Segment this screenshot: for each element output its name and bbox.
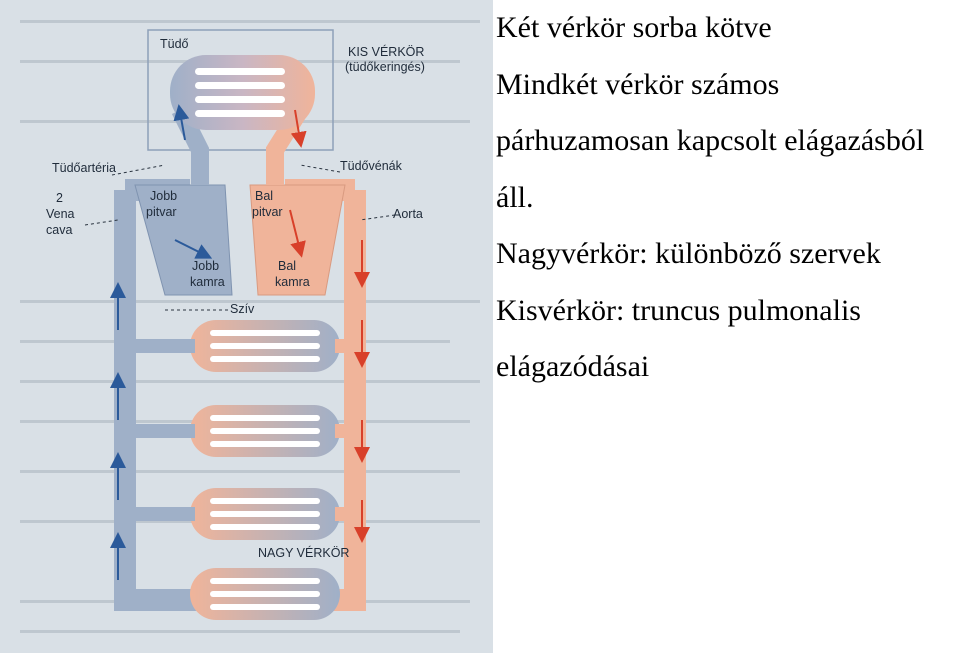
pulmonary-veins-label: Tüdővénák bbox=[340, 159, 403, 173]
text-line-3: párhuzamosan kapcsolt elágazásból bbox=[496, 124, 925, 157]
right-ventricle-label-1: Jobb bbox=[192, 259, 219, 273]
left-atrium-label-1: Bal bbox=[255, 189, 273, 203]
text-line-2: Mindkét vérkör számos bbox=[496, 68, 780, 101]
right-atrium-label-2: pitvar bbox=[146, 205, 177, 219]
text-line-7: elágazódásai bbox=[496, 350, 650, 383]
cava-label: cava bbox=[46, 223, 72, 237]
aorta-label: Aorta bbox=[393, 207, 423, 221]
lung-label: Tüdő bbox=[160, 37, 189, 51]
flow-arrows bbox=[110, 104, 370, 580]
lung-box bbox=[147, 29, 334, 151]
left-ventricle-label-1: Bal bbox=[278, 259, 296, 273]
vena-label: Vena bbox=[46, 207, 75, 221]
text-line-1: Két vérkör sorba kötve bbox=[496, 11, 772, 44]
left-ventricle-label-2: kamra bbox=[275, 275, 310, 289]
systemic-capillary-beds bbox=[190, 320, 340, 620]
circulation-diagram-svg: Tüdő KIS VÉRKÖR (tüdőkeringés) Tüdőartér… bbox=[20, 20, 480, 633]
text-line-4: áll. bbox=[496, 181, 534, 214]
vena-cava-number: 2 bbox=[56, 191, 63, 205]
text-panel: Két vérkör sorba kötve Mindkét vérkör sz… bbox=[493, 0, 960, 653]
big-circuit-label: NAGY VÉRKÖR bbox=[258, 545, 349, 560]
right-ventricle-label-2: kamra bbox=[190, 275, 225, 289]
lung-capillary-bed bbox=[170, 55, 315, 130]
circulation-diagram: Tüdő KIS VÉRKÖR (tüdőkeringés) Tüdőartér… bbox=[0, 0, 493, 653]
pulmonary-artery-label: Tüdőartéria bbox=[52, 161, 116, 175]
text-line-6: Kisvérkör: truncus pulmonalis bbox=[496, 294, 861, 327]
text-line-5: Nagyvérkör: különböző szervek bbox=[496, 237, 881, 270]
small-circuit-label: KIS VÉRKÖR bbox=[348, 44, 424, 59]
left-atrium-label-2: pitvar bbox=[252, 205, 283, 219]
small-circuit-sub-label: (tüdőkeringés) bbox=[345, 60, 425, 74]
heart-label: Szív bbox=[230, 302, 255, 316]
right-atrium-label-1: Jobb bbox=[150, 189, 177, 203]
venous-loop bbox=[114, 190, 215, 611]
